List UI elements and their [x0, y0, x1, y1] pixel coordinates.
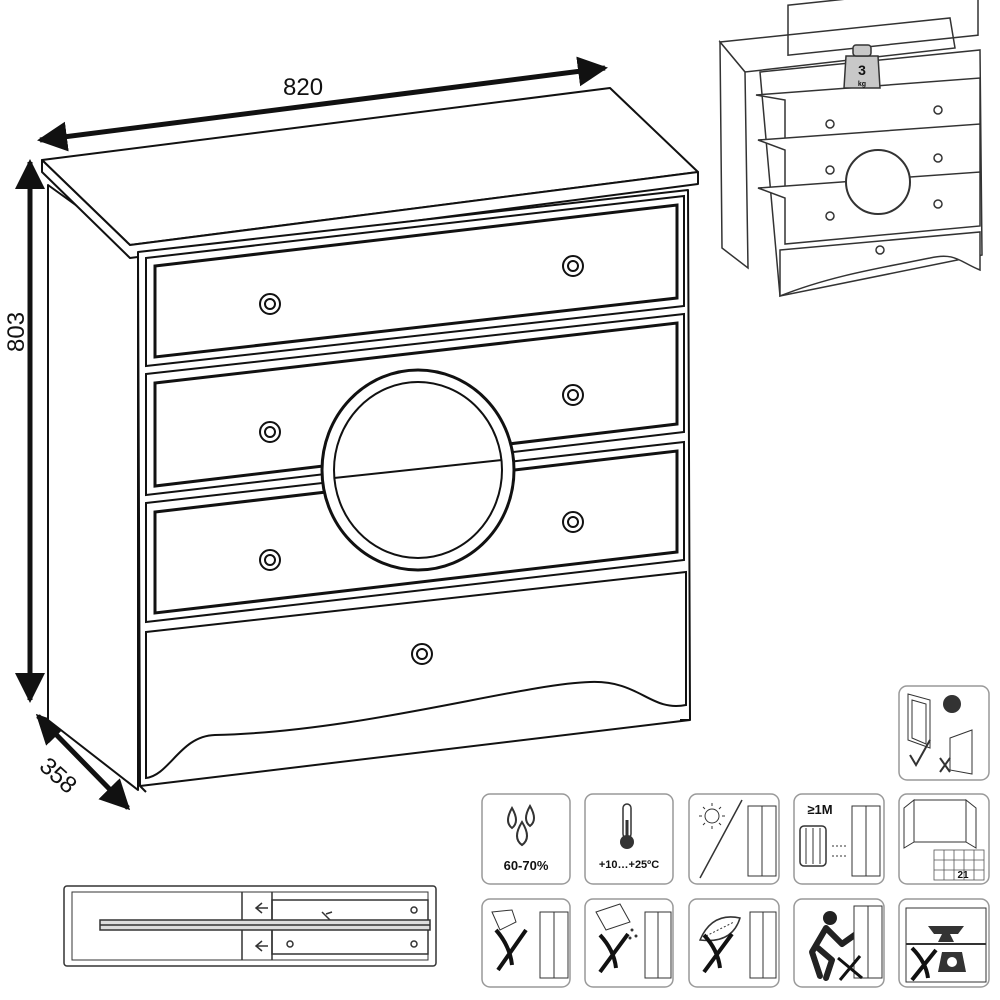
open-drawers-illustration [718, 0, 983, 298]
care-icon-no-overload [898, 898, 990, 988]
calendar-day: 21 [957, 870, 969, 881]
depth-dimension-label: 358 [34, 752, 82, 799]
care-icon-open-window: 21 [898, 793, 990, 885]
drawer-4 [145, 570, 687, 780]
care-icon-heater-distance: ≥1M [793, 793, 885, 885]
weight-icon: 3 kg [843, 44, 881, 89]
heater-distance-label: ≥1M [807, 802, 832, 817]
width-dimension: 820 [37, 56, 608, 152]
circle-mirror-ornament [320, 368, 516, 572]
care-icon-humidity: 60-70% [481, 793, 571, 885]
width-dimension-label: 820 [283, 74, 323, 101]
care-icon-no-abrasive [688, 898, 780, 988]
weight-value: 3 [858, 62, 866, 78]
care-icon-no-wet [584, 898, 674, 988]
care-icon-temperature: +10…+25ºC [584, 793, 674, 885]
weight-unit: kg [858, 81, 866, 88]
chest-side-panel [47, 184, 139, 791]
care-icon-no-pushing [793, 898, 885, 988]
drawer-slide-diagram [63, 885, 437, 967]
care-icon-sunlight [688, 793, 780, 885]
temperature-label: +10…+25ºC [599, 859, 659, 871]
care-icon-door-adjust [898, 685, 990, 781]
height-dimension-label: 803 [3, 312, 30, 352]
height-dimension: 803 [3, 159, 46, 703]
drawer-1 [145, 194, 685, 368]
humidity-label: 60-70% [504, 858, 549, 873]
care-icon-no-chemicals [481, 898, 571, 988]
